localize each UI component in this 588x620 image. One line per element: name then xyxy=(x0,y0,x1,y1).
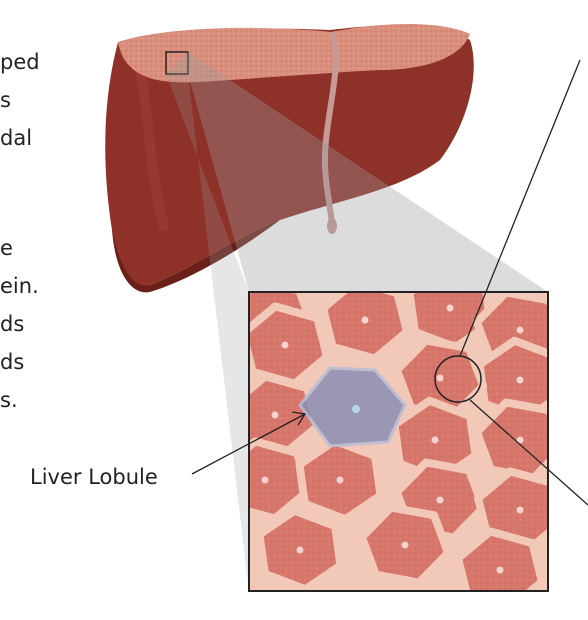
central-vein xyxy=(281,341,289,349)
central-vein xyxy=(336,476,344,484)
side-text-line-7: ds xyxy=(0,350,25,374)
central-vein-highlight xyxy=(352,405,360,413)
lobule xyxy=(319,292,411,363)
tissue-section xyxy=(249,292,548,591)
zoom-line-upper xyxy=(459,59,581,357)
falciform-ligament xyxy=(321,30,339,226)
zoom-circle xyxy=(434,355,482,403)
side-text-line-6: ds xyxy=(0,312,25,336)
liver-lobule-arrow xyxy=(191,413,306,475)
central-vein xyxy=(496,566,504,574)
central-vein xyxy=(361,316,369,324)
central-vein xyxy=(516,326,524,334)
liver-lobule-arrowhead xyxy=(291,411,307,426)
central-vein xyxy=(516,376,524,384)
central-vein xyxy=(516,436,524,444)
central-vein xyxy=(431,436,439,444)
magnification-projection xyxy=(166,52,548,292)
side-text-line-5: ein. xyxy=(0,274,39,298)
central-vein xyxy=(261,476,269,484)
central-vein xyxy=(446,304,454,312)
lobule xyxy=(249,437,311,523)
liver-organ xyxy=(105,24,474,293)
sample-box xyxy=(165,51,189,75)
side-text-line-2: s xyxy=(0,88,11,112)
side-text-line-4: e xyxy=(0,236,13,260)
side-text-line-3: dal xyxy=(0,126,33,150)
side-text-line-8: s. xyxy=(0,388,18,412)
lobule xyxy=(454,527,546,591)
lobule-group xyxy=(249,292,548,591)
zoom-line-lower xyxy=(469,399,588,506)
central-vein xyxy=(436,496,444,504)
highlighted-lobule xyxy=(298,366,407,448)
central-vein xyxy=(516,506,524,514)
central-vein xyxy=(271,411,279,419)
liver-lobule-label: Liver Lobule xyxy=(30,465,158,489)
central-vein xyxy=(436,374,444,382)
liver-cut-surface xyxy=(118,24,470,83)
central-vein xyxy=(296,546,304,554)
central-vein xyxy=(401,541,409,549)
side-text-line-1: ped xyxy=(0,50,40,74)
